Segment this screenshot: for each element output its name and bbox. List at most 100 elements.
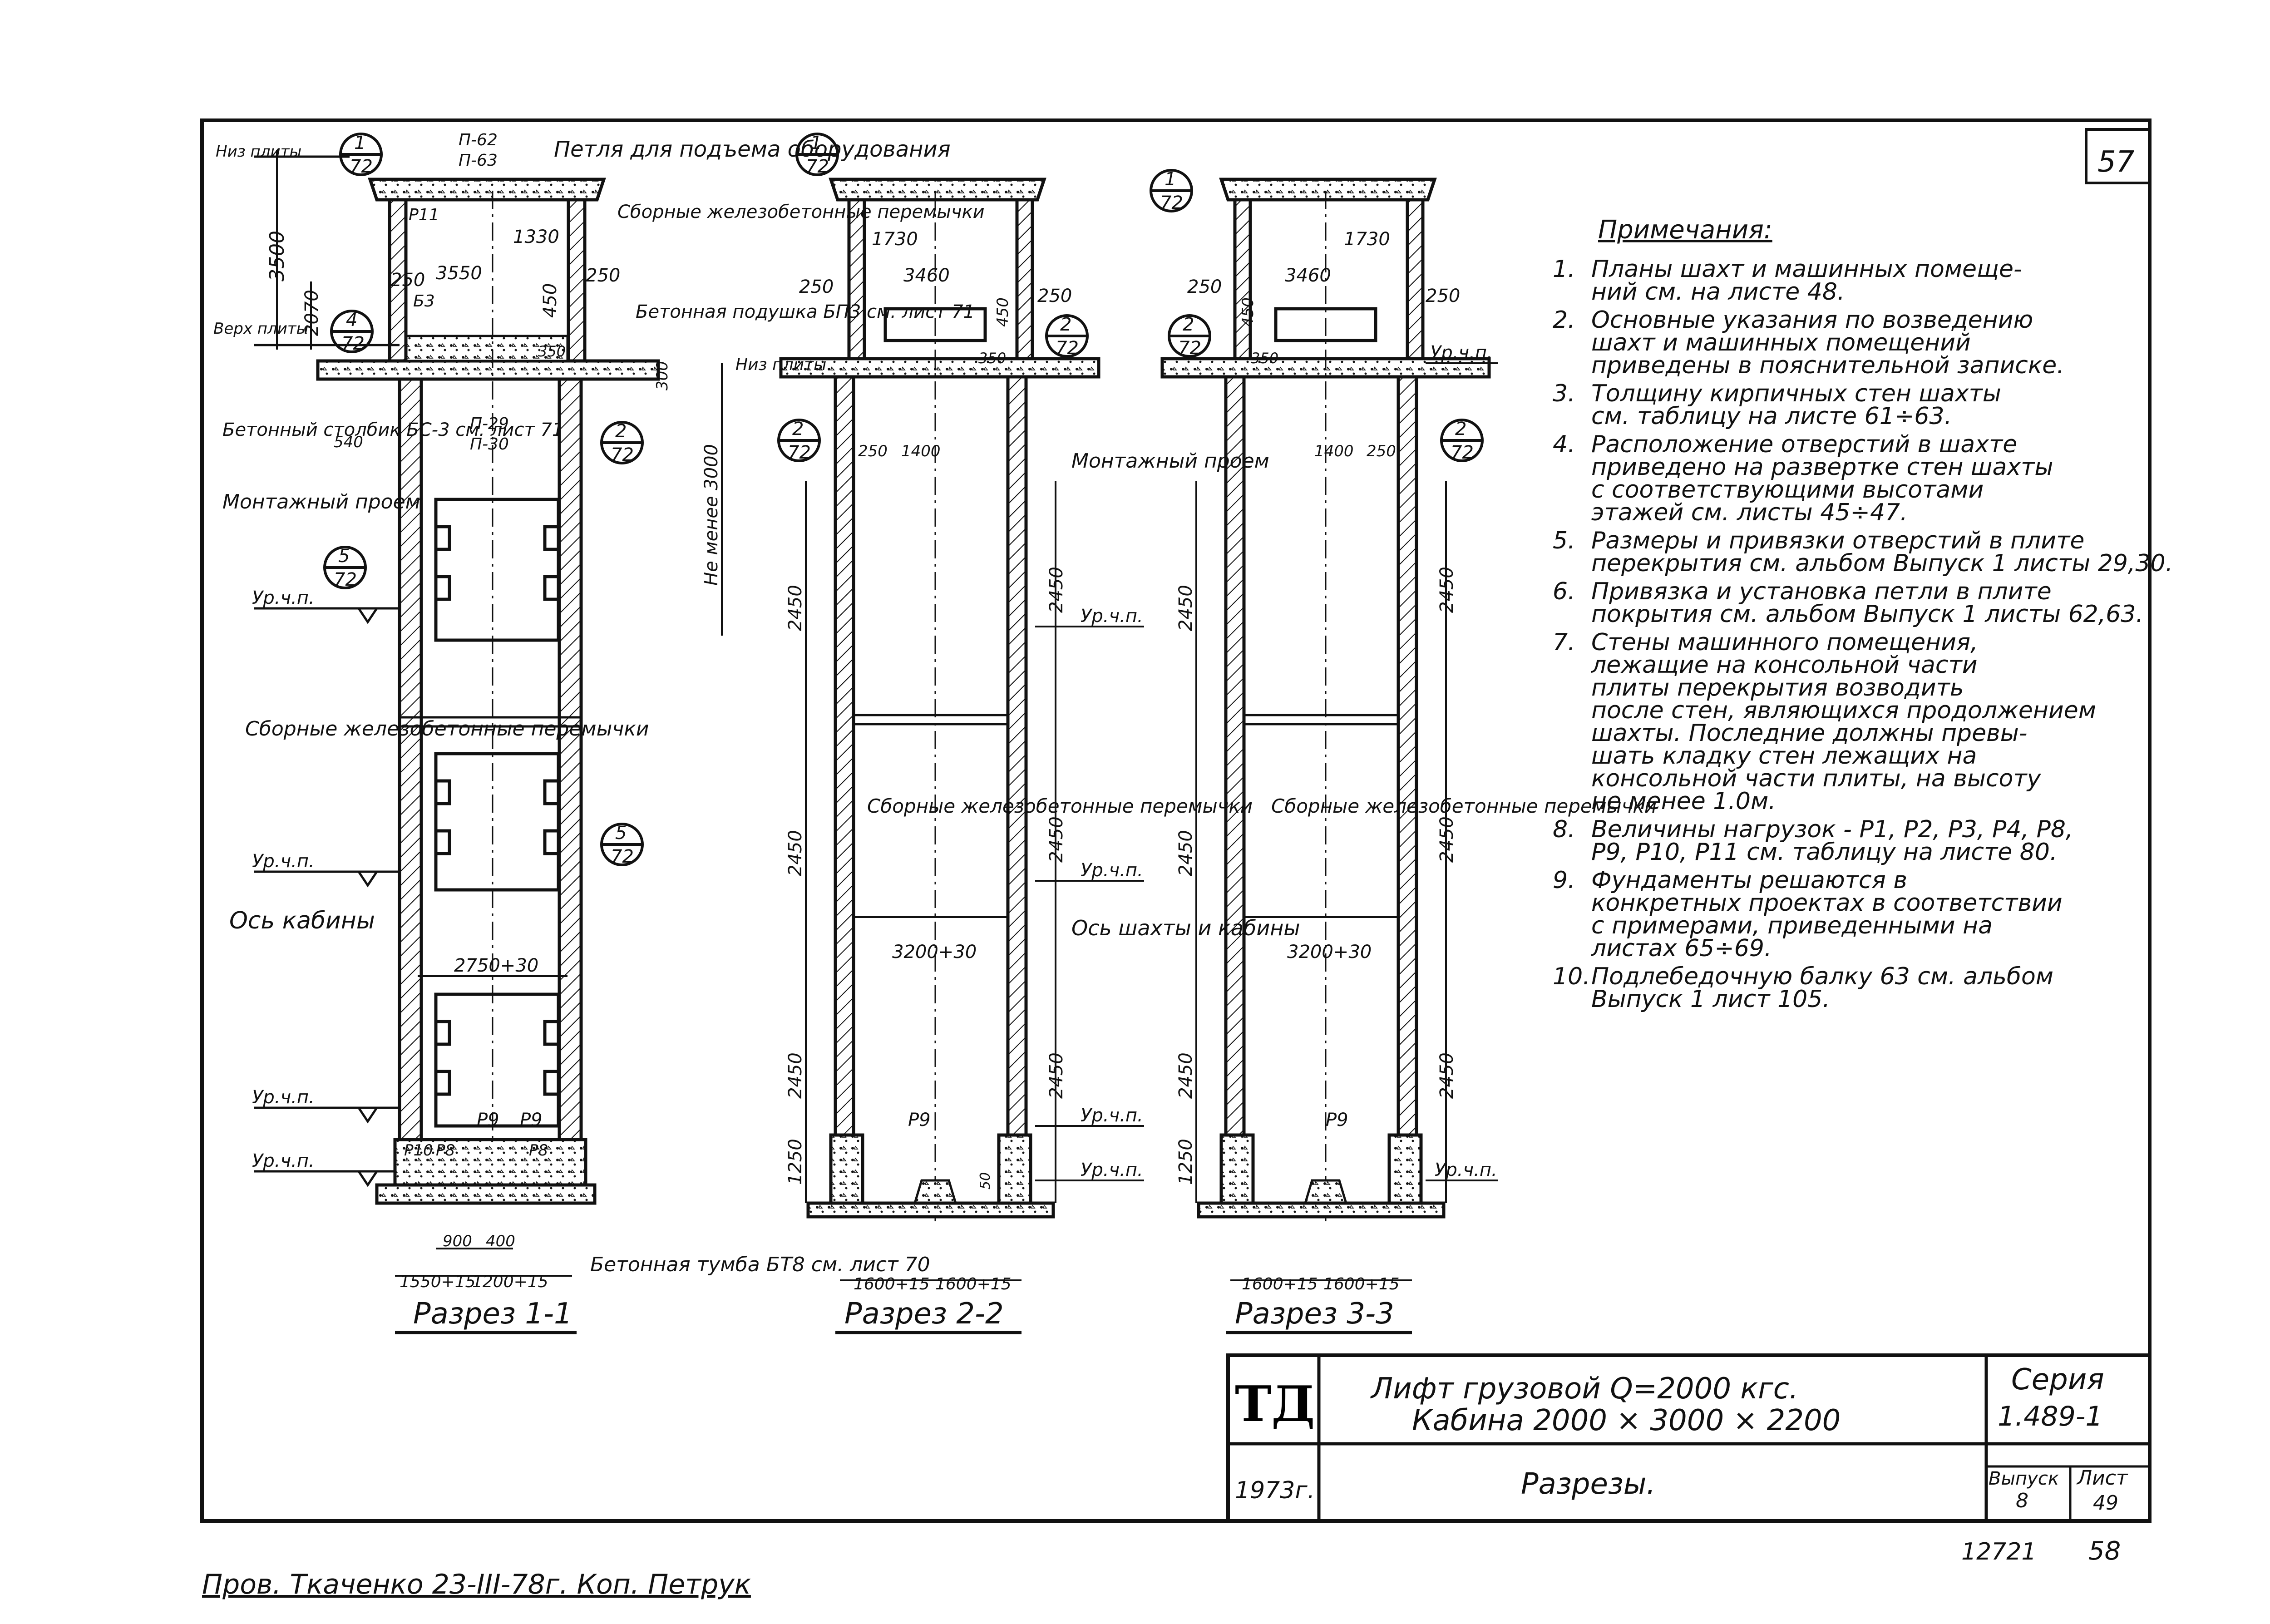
svg-text:Ур.ч.п.: Ур.ч.п. <box>1435 1160 1497 1180</box>
svg-text:1: 1 <box>354 133 365 153</box>
note-number: 5. <box>1553 527 1575 554</box>
svg-text:250: 250 <box>858 442 888 460</box>
svg-text:2450: 2450 <box>785 1052 806 1099</box>
note-line: листах 65÷69. <box>1591 935 1772 962</box>
shaft-wall-right-2 <box>1006 375 1028 1205</box>
section-3-3: 272 272 172 1730 3460 250 250 450 350 14… <box>1150 169 1657 1334</box>
note-line: не менее 1.0м. <box>1591 788 1776 815</box>
note-line: плиты перекрытия возводить <box>1591 674 1964 701</box>
svg-text:400: 400 <box>486 1232 515 1250</box>
svg-text:3460: 3460 <box>1285 265 1331 286</box>
note-line: ний см. на листе 48. <box>1591 278 1845 306</box>
svg-text:350: 350 <box>538 343 566 360</box>
lintel-block-1a <box>434 498 560 642</box>
machine-wall-right-1 <box>567 198 587 363</box>
note-line: Размеры и привязки отверстий в плите <box>1591 527 2084 554</box>
svg-text:250: 250 <box>1037 286 1072 306</box>
lintel-block-1b <box>434 752 560 892</box>
dim-2750: 2750+30 <box>454 955 538 976</box>
svg-text:450: 450 <box>540 283 561 318</box>
issue-value: 8 <box>2016 1489 2028 1512</box>
svg-text:Ур.ч.п.: Ур.ч.п. <box>1081 1160 1143 1180</box>
label-concrete-pedestal: Бетонная тумба БТ8 см. лист 70 <box>590 1253 930 1276</box>
note-line: Расположение отверстий в шахте <box>1591 431 2017 458</box>
svg-text:72: 72 <box>806 156 829 177</box>
svg-text:72: 72 <box>788 442 811 463</box>
svg-text:72: 72 <box>1178 338 1201 359</box>
note-number: 2. <box>1553 306 1575 334</box>
svg-text:250: 250 <box>799 276 834 297</box>
note-line: Фундаменты решаются в <box>1591 867 1907 894</box>
svg-text:250: 250 <box>1187 276 1222 297</box>
label-cabin-axis: Ось кабины <box>229 907 375 934</box>
svg-text:1400: 1400 <box>1314 442 1354 460</box>
label-lintels-3: Сборные железобетонные перемычки <box>1271 795 1657 817</box>
concrete-pad-1 <box>405 335 569 362</box>
svg-text:72: 72 <box>341 333 365 354</box>
svg-text:П-30: П-30 <box>470 435 509 454</box>
svg-text:Ур.ч.п.: Ур.ч.п. <box>1081 606 1143 627</box>
note-number: 8. <box>1553 816 1575 843</box>
svg-text:3200+30: 3200+30 <box>892 942 977 963</box>
note-line: с соответствующими высотами <box>1591 476 1984 503</box>
svg-text:2070: 2070 <box>301 290 322 336</box>
label-lintels-left: Сборные железобетонные перемычки <box>245 717 649 740</box>
note-line: Подлебедочную балку 63 см. альбом <box>1591 963 2053 990</box>
svg-text:1600+15: 1600+15 <box>1242 1275 1318 1293</box>
svg-text:2450: 2450 <box>1175 830 1196 876</box>
sheet-label: Лист <box>2076 1466 2128 1490</box>
svg-text:350: 350 <box>1251 350 1278 367</box>
label-concrete-pad: Бетонная подушка БП3 см. лист 71 <box>636 301 975 322</box>
svg-text:Ур.ч.п.: Ур.ч.п. <box>252 587 315 608</box>
svg-text:72: 72 <box>350 156 373 177</box>
svg-text:Ур.ч.п.: Ур.ч.п. <box>1430 342 1493 363</box>
svg-text:4: 4 <box>346 310 357 331</box>
note-number: 9. <box>1553 867 1575 894</box>
dim-3550: 3550 <box>436 263 482 284</box>
svg-text:2: 2 <box>1183 314 1194 335</box>
note-line: Выпуск 1 лист 105. <box>1591 986 1830 1013</box>
note-line: Величины нагрузок - Р1, Р2, Р3, Р4, Р8, <box>1591 816 2073 843</box>
signature-line: Пров. Ткаченко 23-III-78г. Коп. Петрук <box>202 1569 751 1600</box>
note-line: шахт и машинных помещений <box>1591 329 1971 356</box>
foundation-1 <box>393 1138 587 1187</box>
sheet-value: 49 <box>2093 1491 2118 1515</box>
svg-text:Р9: Р9 <box>1326 1110 1348 1130</box>
svg-text:2: 2 <box>1455 419 1466 439</box>
svg-text:2450: 2450 <box>1175 585 1196 631</box>
archive-number: 12721 <box>1961 1538 2036 1565</box>
svg-text:Ур.ч.п.: Ур.ч.п. <box>252 851 315 872</box>
svg-text:5: 5 <box>338 546 350 567</box>
svg-text:Ур.ч.п.: Ур.ч.п. <box>1081 860 1143 881</box>
shaft-wall-right-3 <box>1397 375 1418 1205</box>
note-line: Основные указания по возведению <box>1591 306 2033 334</box>
svg-text:300: 300 <box>653 361 671 390</box>
svg-text:1250: 1250 <box>785 1139 806 1185</box>
machine-wall-left-1 <box>388 198 408 363</box>
svg-text:Р8: Р8 <box>529 1141 548 1160</box>
svg-text:1730: 1730 <box>872 229 918 250</box>
svg-text:1250: 1250 <box>1175 1139 1196 1185</box>
sheet-number-top: 57 <box>2097 145 2135 179</box>
issue-label: Выпуск <box>1989 1468 2059 1489</box>
note-line: после стен, являющихся продолжением <box>1591 697 2096 724</box>
svg-text:350: 350 <box>978 350 1006 367</box>
svg-text:72: 72 <box>1451 442 1474 463</box>
svg-text:Р9: Р9 <box>477 1110 499 1130</box>
td-logo: ТД <box>1235 1376 1315 1433</box>
sheet-number-box <box>2085 128 2151 184</box>
note-line: с примерами, приведенными на <box>1591 912 1993 939</box>
svg-text:Р10: Р10 <box>404 1141 433 1160</box>
svg-text:900: 900 <box>443 1232 472 1250</box>
svg-text:50: 50 <box>977 1172 993 1190</box>
floor-slab-1 <box>316 359 660 381</box>
svg-text:П-62: П-62 <box>459 131 498 149</box>
note-number: 10. <box>1553 963 1590 990</box>
section-3-title: Разрез 3-3 <box>1235 1297 1394 1331</box>
note-number: 4. <box>1553 431 1575 458</box>
svg-text:450: 450 <box>1239 297 1257 327</box>
svg-text:1: 1 <box>1165 169 1176 190</box>
svg-text:2450: 2450 <box>785 585 806 631</box>
note-line: шать кладку стен лежащих на <box>1591 742 1977 770</box>
